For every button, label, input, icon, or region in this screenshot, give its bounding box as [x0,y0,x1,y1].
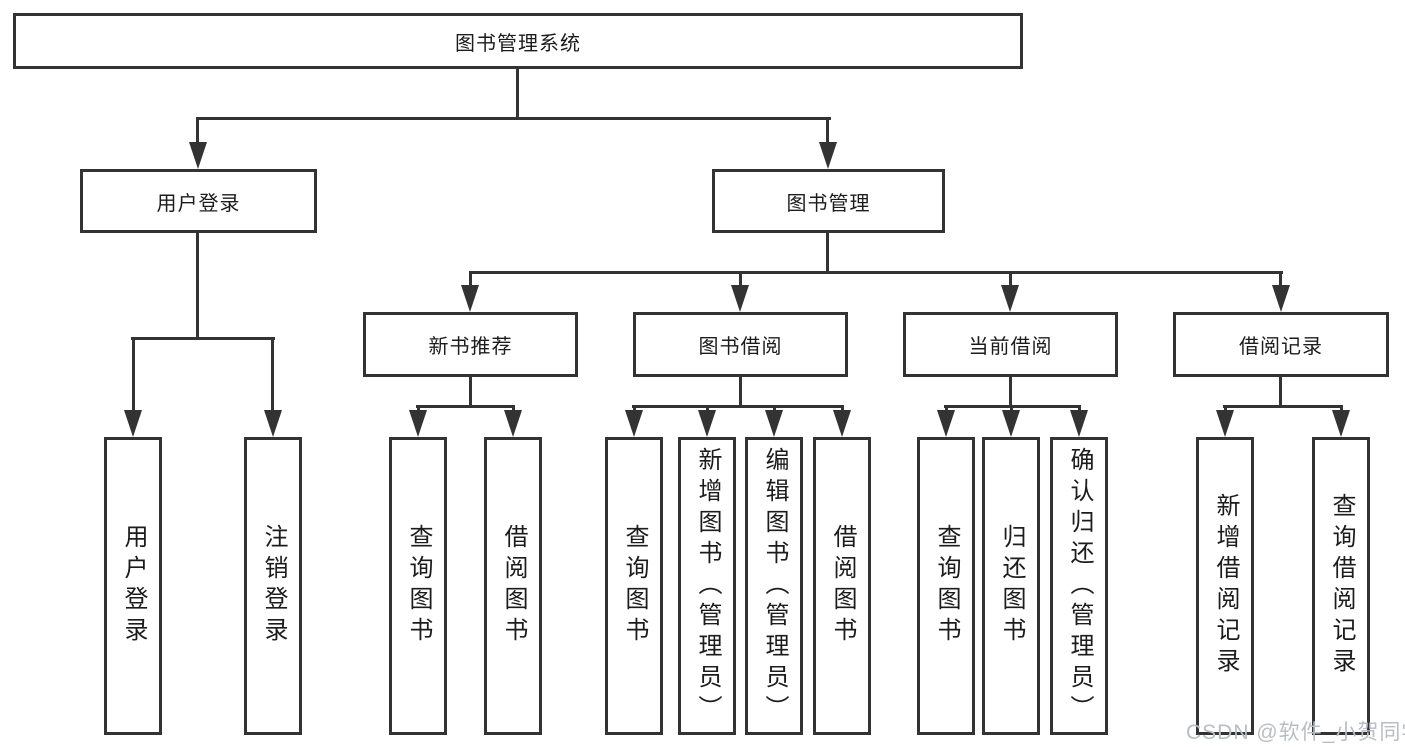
arrow-to-bb-borrow-book [833,410,851,437]
connector-book-mgmt-stem [826,233,829,274]
arrow-to-login [124,410,142,437]
connector-recommend-crossbar [416,405,515,408]
connector-logout-stub [271,337,274,413]
arrow-to-br-query-record [1332,410,1350,437]
arrow-to-cb-return-book [1002,410,1020,437]
leaf-bb-query-book-label: 查询图书 [621,524,648,648]
arrow-to-cb-confirm-return [1070,410,1088,437]
leaf-rec-borrow-book-label: 借阅图书 [500,524,527,648]
connector-br-query-stub [1340,405,1343,414]
node-borrow-record-label: 借阅记录 [1239,336,1323,358]
node-leaf-br-query-record: 查询借阅记录 [1312,437,1370,735]
node-book-borrow-label: 图书借阅 [698,336,783,358]
leaf-bb-edit-book-admin-label: 编辑图书（管理员） [761,446,788,726]
connector-cb-query-stub [945,405,948,414]
leaf-bb-add-book-admin-label: 新增图书（管理员） [694,446,721,726]
node-user-login: 用户登录 [80,169,317,233]
connector-bb-add-stub [706,405,709,414]
connector-record-stub [1279,271,1282,288]
connector-rec-borrow-stub [512,405,515,414]
node-leaf-cb-query-book: 查询图书 [917,437,975,735]
connector-book-mgmt-stub [826,117,829,146]
node-leaf-cb-confirm-return-admin: 确认归还（管理员） [1050,437,1108,735]
node-book-management: 图书管理 [712,169,945,233]
node-user-login-label: 用户登录 [156,192,241,215]
node-new-book-recommend: 新书推荐 [363,312,578,377]
connector-borrow-stem [739,377,742,408]
arrow-to-bb-add-book [698,410,716,437]
arrow-to-current-borrow [1001,285,1019,312]
connector-user-login-stub [196,117,199,146]
connector-record-crossbar [1223,405,1343,408]
leaf-rec-query-book-label: 查询图书 [405,524,432,648]
connector-bb-borrow-stub [841,405,844,414]
node-library-system: 图书管理系统 [13,13,1023,69]
connector-current-stub [1009,271,1012,288]
node-leaf-logout: 注销登录 [244,437,302,735]
arrow-to-rec-query-book [409,410,427,437]
node-book-management-label: 图书管理 [786,192,871,215]
connector-recommend-stub [469,271,472,288]
node-leaf-bb-query-book: 查询图书 [605,437,663,735]
connector-recommend-stem [469,377,472,408]
arrow-to-br-add-record [1216,410,1234,437]
node-leaf-user-login: 用户登录 [104,437,162,735]
leaf-logout-label: 注销登录 [260,524,287,648]
connector-record-stem [1279,377,1282,408]
connector-borrow-stub [739,271,742,288]
arrow-to-book-borrow [731,285,749,312]
arrow-to-user-login [189,142,207,169]
arrow-to-rec-borrow-book [504,410,522,437]
arrow-to-logout [264,410,282,437]
node-leaf-bb-borrow-book: 借阅图书 [813,437,871,735]
arrow-to-borrow-record [1272,285,1290,312]
connector-borrow-crossbar [632,405,844,408]
leaf-br-add-record-label: 新增借阅记录 [1212,493,1239,679]
connector-cb-return-stub [1010,405,1013,414]
arrow-to-cb-query-book [937,410,955,437]
connector-br-add-stub [1224,405,1227,414]
arrow-to-new-book-recommend [461,285,479,312]
node-leaf-rec-query-book: 查询图书 [389,437,447,735]
csdn-watermark: CSDN @软件_小贺同学 [1186,721,1405,744]
connector-root-stem [516,69,519,119]
connector-bb-query-stub [633,405,636,414]
node-current-borrow-label: 当前借阅 [968,336,1053,358]
node-new-book-recommend-label: 新书推荐 [428,336,513,358]
connector-bb-edit-stub [773,405,776,414]
arrow-to-bb-edit-book [765,410,783,437]
leaf-cb-return-book-label: 归还图书 [998,524,1025,648]
connector-login-stub [132,337,135,413]
arrow-to-book-management [819,142,837,169]
connector-root-crossbar [196,117,831,120]
connector-current-stem [1009,377,1012,408]
node-leaf-bb-add-book-admin: 新增图书（管理员） [678,437,736,735]
node-library-system-label: 图书管理系统 [455,32,581,55]
leaf-cb-query-book-label: 查询图书 [933,524,960,648]
leaf-cb-confirm-return-admin-label: 确认归还（管理员） [1066,446,1093,726]
node-leaf-cb-return-book: 归还图书 [982,437,1040,735]
connector-cb-confirm-stub [1078,405,1081,414]
node-leaf-br-add-record: 新增借阅记录 [1196,437,1254,735]
connector-rec-query-stub [417,405,420,414]
arrow-to-bb-query-book [625,410,643,437]
leaf-br-query-record-label: 查询借阅记录 [1328,493,1355,679]
connector-user-login-crossbar [131,337,275,340]
connector-user-login-stem [196,233,199,340]
leaf-bb-borrow-book-label: 借阅图书 [829,524,856,648]
connector-book-mgmt-crossbar [469,271,1283,274]
node-borrow-record: 借阅记录 [1173,312,1389,377]
node-leaf-rec-borrow-book: 借阅图书 [484,437,542,735]
node-leaf-bb-edit-book-admin: 编辑图书（管理员） [745,437,803,735]
node-book-borrow: 图书借阅 [633,312,848,377]
leaf-user-login-label: 用户登录 [120,524,147,648]
node-current-borrow: 当前借阅 [903,312,1118,377]
